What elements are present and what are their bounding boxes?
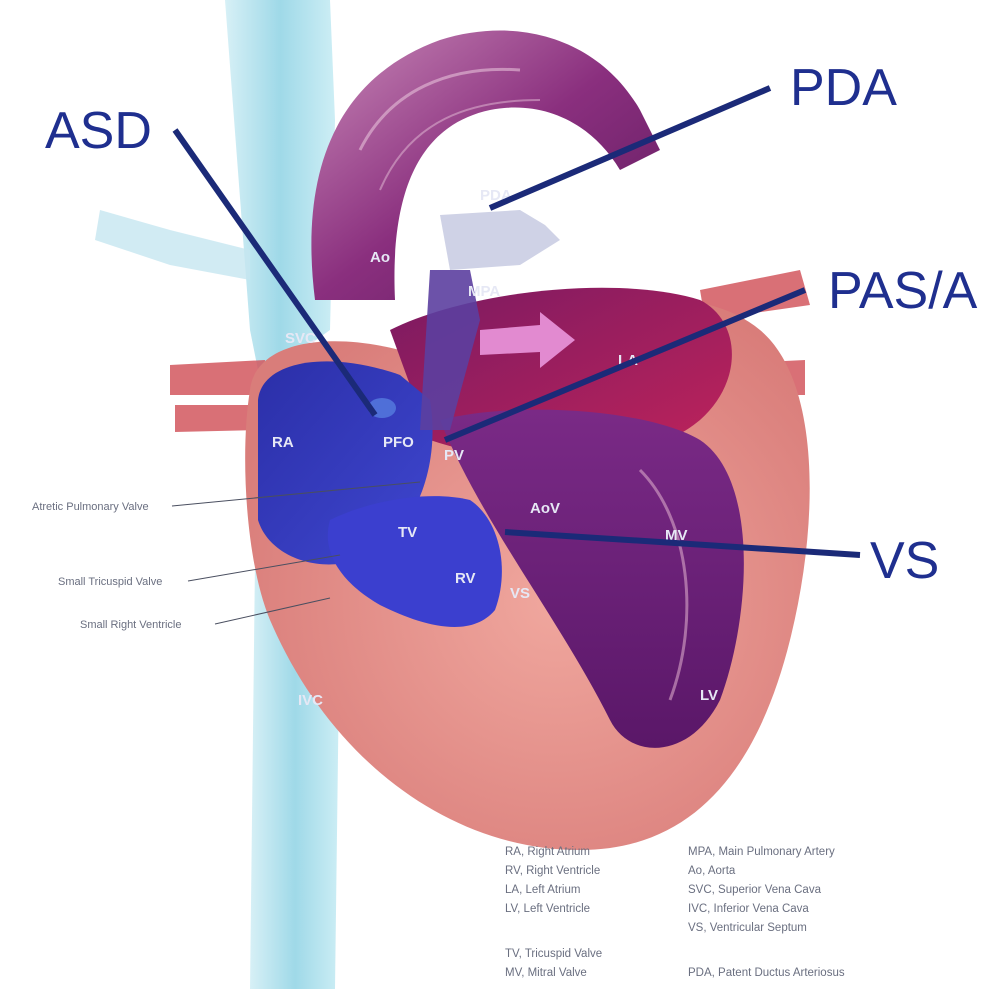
label-mpa: MPA	[468, 283, 500, 300]
label-vs: VS	[510, 585, 530, 602]
legend-right-1: Ao, Aorta	[688, 865, 736, 877]
legend-right-0: MPA, Main Pulmonary Artery	[688, 846, 835, 858]
callout-vs: VS	[870, 532, 939, 590]
label-aov: AoV	[530, 500, 560, 517]
legend-left-5: MV, Mitral Valve	[505, 967, 587, 979]
legend-left-4: TV, Tricuspid Valve	[505, 948, 602, 960]
label-pv: PV	[444, 447, 464, 464]
label-small-tricuspid-valve: Small Tricuspid Valve	[58, 576, 162, 588]
legend-left-2: LA, Left Atrium	[505, 884, 580, 896]
legend-left-3: LV, Left Ventricle	[505, 903, 590, 915]
legend-right-2: SVC, Superior Vena Cava	[688, 884, 822, 896]
label-tv: TV	[398, 524, 417, 541]
legend-left-0: RA, Right Atrium	[505, 846, 590, 858]
label-rv: RV	[455, 570, 476, 587]
callout-pasa: PAS/A	[828, 262, 978, 320]
callout-asd: ASD	[45, 102, 152, 160]
legend-right-4: VS, Ventricular Septum	[688, 922, 807, 934]
legend-left-1: RV, Right Ventricle	[505, 865, 600, 877]
legend-right-3: IVC, Inferior Vena Cava	[688, 903, 809, 915]
label-svc: SVC	[285, 330, 316, 347]
label-pfo: PFO	[383, 434, 414, 451]
label-ao: Ao	[370, 249, 390, 266]
label-atretic-pulmonary-valve: Atretic Pulmonary Valve	[32, 501, 149, 513]
patent-ductus-arteriosus	[440, 210, 560, 270]
pulmonary-vessel-left	[95, 210, 250, 280]
legend-right-5: PDA, Patent Ductus Arteriosus	[688, 967, 845, 979]
label-ra: RA	[272, 434, 294, 451]
callout-pda: PDA	[790, 59, 897, 117]
label-lv: LV	[700, 687, 718, 704]
legend: RA, Right Atrium RV, Right Ventricle LA,…	[505, 846, 845, 979]
label-small-right-ventricle: Small Right Ventricle	[80, 619, 182, 631]
label-ivc: IVC	[298, 692, 323, 709]
